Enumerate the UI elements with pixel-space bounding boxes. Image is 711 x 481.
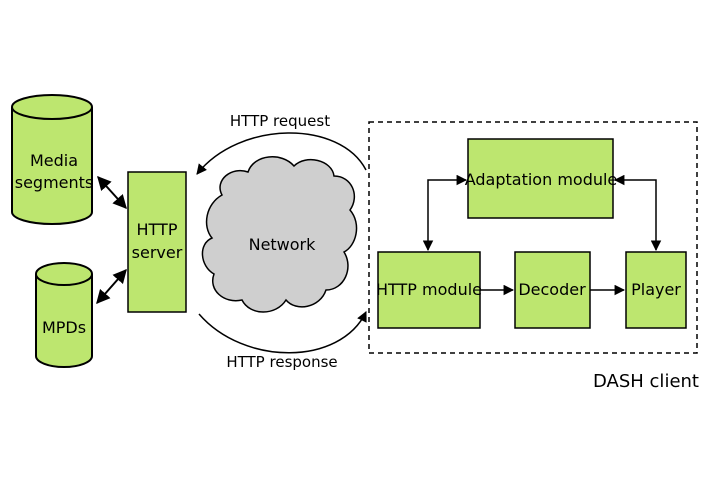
network-label: Network xyxy=(249,235,317,254)
dash-client-container xyxy=(368,121,698,354)
adaptation-player-arrow xyxy=(613,174,662,252)
network-cloud: Network xyxy=(201,156,358,313)
media-segments-label-line2: segments xyxy=(15,173,94,192)
http-response-label: HTTP response xyxy=(226,353,337,371)
http-module-box: HTTP module xyxy=(376,251,482,329)
player-box: Player xyxy=(625,251,687,329)
dash-client-label: DASH client xyxy=(593,371,699,392)
http-server-label-line1: HTTP xyxy=(137,220,178,239)
mpds-storage: MPDs xyxy=(35,262,93,368)
media-segments-label-line1: Media xyxy=(30,151,78,170)
http-adaptation-arrow xyxy=(422,174,468,252)
decoder-box: Decoder xyxy=(514,251,591,329)
http-server-label-line2: server xyxy=(132,243,183,262)
decoder-label: Decoder xyxy=(518,280,586,299)
adaptation-module-box: Adaptation module xyxy=(465,138,618,219)
media-segments-storage: Media segments xyxy=(11,94,94,225)
media-server-arrow xyxy=(97,175,127,210)
http-server-box: HTTP server xyxy=(127,171,187,313)
player-label: Player xyxy=(631,280,681,299)
http-response-arrow xyxy=(198,311,367,354)
mpds-server-arrow xyxy=(96,268,127,305)
adaptation-module-label: Adaptation module xyxy=(465,170,618,189)
http-request-arrow xyxy=(196,132,367,175)
http-module-label: HTTP module xyxy=(376,280,482,299)
mpds-label: MPDs xyxy=(42,318,86,337)
http-request-label: HTTP request xyxy=(230,112,330,130)
